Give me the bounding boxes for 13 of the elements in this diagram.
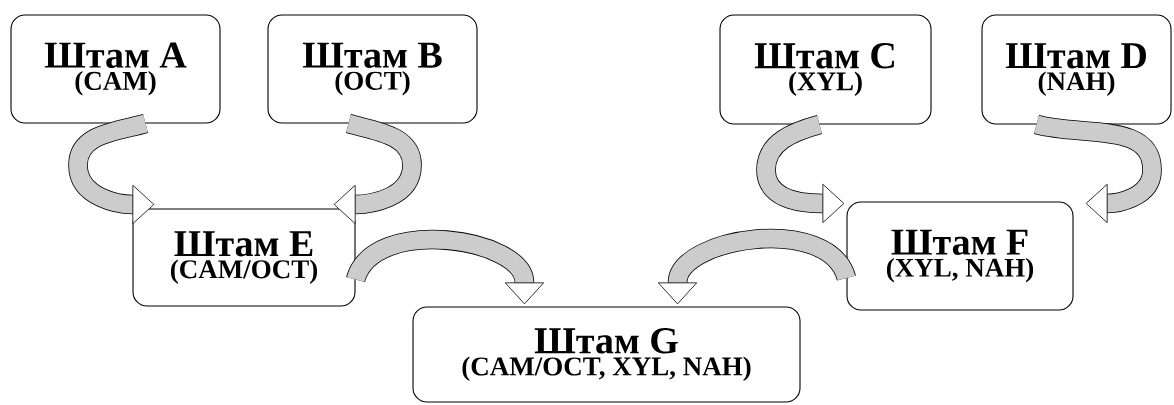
process-box: Штам E (CAM/OCT) (132, 208, 356, 307)
process-box: Штам B (OCT) (267, 14, 478, 124)
process-box: Штам G (CAM/OCT, XYL, NAH) (412, 306, 801, 403)
curved-arrow (756, 115, 845, 224)
process-box: Штам D (NAH) (981, 14, 1172, 125)
curved-arrow (68, 114, 155, 225)
curved-arrow (1034, 114, 1162, 224)
curved-arrow (333, 114, 422, 225)
curved-arrow (658, 228, 856, 305)
curved-arrow (346, 229, 545, 305)
process-box: Штам A (CAM) (10, 14, 221, 124)
process-box: Штам F (XYL, NAH) (846, 201, 1074, 311)
process-box: Штам C (XYL) (719, 14, 932, 125)
